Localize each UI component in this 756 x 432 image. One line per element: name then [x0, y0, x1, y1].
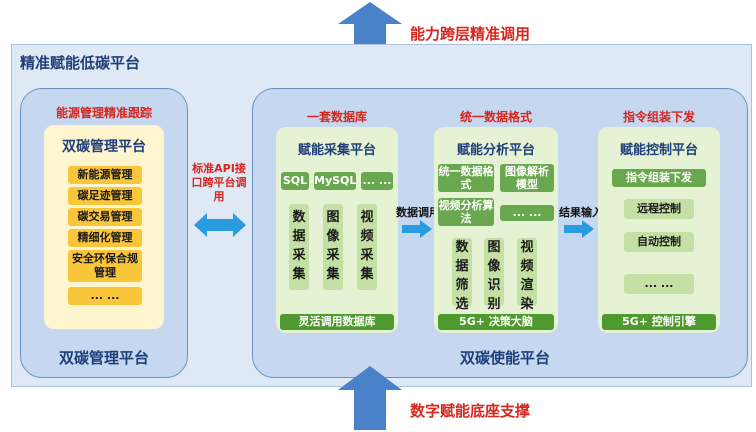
chip-more-2[interactable]: ... ... — [500, 205, 554, 221]
col-data-filter-label: 数据筛选 — [455, 240, 469, 312]
arrow1-label: 数据调用 — [396, 206, 440, 219]
col-video-render[interactable]: 视频渲染 — [517, 238, 537, 312]
col-image-collection[interactable]: 图像采集 — [323, 204, 343, 290]
more-control-label: ... ... — [644, 277, 674, 290]
col2-header: 统一数据格式 — [459, 110, 532, 124]
right-arrow-icon — [402, 220, 432, 238]
chip-unified-format[interactable]: 统一数据格式 — [438, 164, 494, 192]
col-video-render-label: 视频渲染 — [520, 240, 534, 312]
col3-card-title: 赋能控制平台 — [619, 143, 698, 158]
left-card-title: 双碳管理平台 — [62, 139, 146, 155]
item-refined-management[interactable]: 精细化管理 — [68, 229, 142, 247]
chip-mysql[interactable]: MySQL — [314, 172, 356, 190]
col3-card — [598, 127, 720, 333]
top-up-arrow-icon — [338, 2, 402, 46]
outer-title: 精准赋能低碳平台 — [20, 54, 141, 72]
auto-control-button[interactable]: 自动控制 — [624, 232, 694, 252]
bottom-arrow-label: 数字赋能底座支撑 — [410, 402, 531, 420]
auto-control-label: 自动控制 — [637, 235, 681, 248]
col-data-collection-label: 数据采集 — [292, 210, 306, 282]
col-data-filter[interactable]: 数据筛选 — [452, 238, 472, 312]
chip-image-model[interactable]: 图像解析模型 — [500, 164, 554, 192]
col2-bar[interactable]: 5G+ 决策大脑 — [438, 314, 554, 330]
col3-bar[interactable]: 5G+ 控制引擎 — [602, 314, 716, 330]
left-panel-header: 能源管理精准跟踪 — [55, 106, 152, 120]
col-image-recognition-label: 图像识别 — [487, 240, 501, 312]
col-video-collection-label: 视频采集 — [360, 210, 374, 282]
col1-header: 一套数据库 — [306, 110, 367, 124]
item-new-energy[interactable]: 新能源管理 — [68, 166, 142, 184]
col1-card-title: 赋能采集平台 — [297, 143, 376, 158]
item-more[interactable]: ... ... — [68, 287, 142, 305]
connector-label: 标准API接口跨平台调用 — [191, 162, 247, 203]
remote-control-button[interactable]: 远程控制 — [624, 199, 694, 219]
col3-header: 指令组装下发 — [622, 110, 695, 124]
col-data-collection[interactable]: 数据采集 — [289, 204, 309, 290]
col-image-recognition[interactable]: 图像识别 — [484, 238, 504, 312]
item-carbon-footprint[interactable]: 碳足迹管理 — [68, 187, 142, 205]
right-arrow-icon-2 — [564, 220, 594, 238]
col-image-collection-label: 图像采集 — [326, 210, 340, 282]
col-video-collection[interactable]: 视频采集 — [357, 204, 377, 290]
chip-sql[interactable]: SQL — [281, 172, 309, 190]
cmd-assembly-button[interactable]: 指令组装下发 — [612, 169, 706, 187]
left-panel-footer: 双碳管理平台 — [58, 349, 149, 367]
double-arrow-icon — [194, 213, 246, 237]
col1-bar[interactable]: 灵活调用数据库 — [280, 314, 394, 330]
col2-card-title: 赋能分析平台 — [456, 143, 535, 158]
right-panel-footer: 双碳使能平台 — [459, 349, 550, 367]
chip-video-algo[interactable]: 视频分析算法 — [438, 198, 494, 226]
top-arrow-label: 能力跨层精准调用 — [410, 25, 531, 43]
item-carbon-trading[interactable]: 碳交易管理 — [68, 208, 142, 226]
item-safety-compliance[interactable]: 安全环保合规管理 — [68, 250, 142, 282]
arrow2-label: 结果输入 — [559, 206, 603, 219]
more-control-button[interactable]: ... ... — [624, 274, 694, 294]
chip-more[interactable]: ... ... — [361, 172, 393, 190]
bottom-up-arrow-icon — [338, 366, 402, 430]
remote-control-label: 远程控制 — [637, 202, 681, 215]
